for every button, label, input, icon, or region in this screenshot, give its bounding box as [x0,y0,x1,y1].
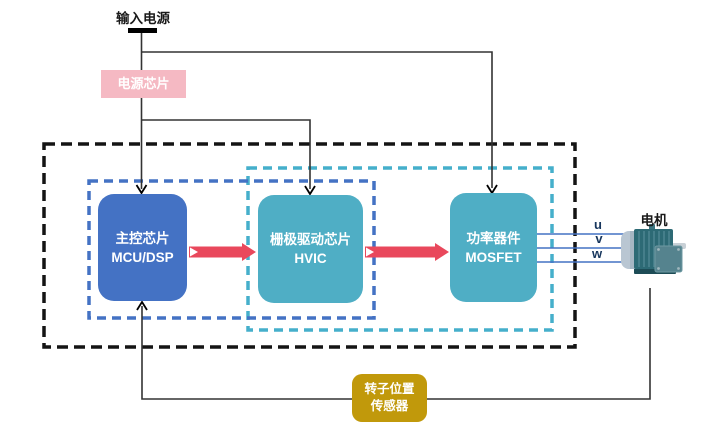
cyan-dashed-boundary [246,166,554,332]
gate-driver-block-subtitle: HVIC [294,251,327,266]
gate-driver-block: 栅极驱动芯片 HVIC [258,195,363,303]
rotor-sensor-block-subtitle: 传感器 [370,399,409,413]
down-arrowheads [135,184,498,196]
power-device-block-title: 功率器件 [466,230,521,246]
feedback-up-arrowhead [136,300,148,311]
power-chip-block: 电源芯片 [101,70,186,98]
phase-label-v: v [595,231,603,246]
gate-driver-block-title: 栅极驱动芯片 [270,232,351,247]
mcu-block: 主控芯片 MCU/DSP [98,194,187,301]
supply-wires [140,33,493,189]
phase-wires [537,233,628,263]
input-power-label: 输入电源 [116,11,170,26]
power-device-block-subtitle: MOSFET [465,249,522,265]
phase-label-w: w [591,246,603,261]
mcu-block-subtitle: MCU/DSP [111,249,174,265]
rotor-sensor-block-title: 转子位置 [364,382,415,396]
power-device-block: 功率器件 MOSFET [450,193,537,302]
rotor-sensor-block: 转子位置 传感器 [352,374,427,422]
arrow-mcu-to-hvic [189,243,256,261]
arrow-hvic-to-mosfet [365,243,449,261]
motor-icon [621,224,686,274]
phase-label-u: u [594,217,602,232]
mcu-block-title: 主控芯片 [115,230,170,246]
power-terminal-bar [128,28,157,33]
motor-label: 电机 [640,213,668,228]
